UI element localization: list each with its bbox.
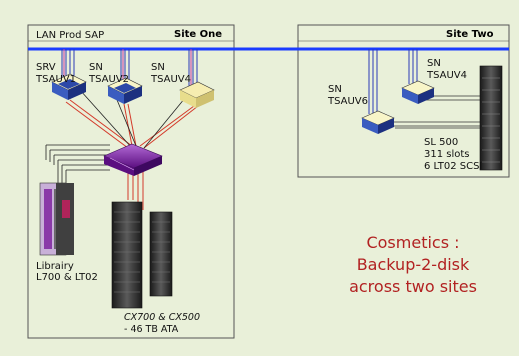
node-tsauv4-site-one[interactable] [179, 81, 215, 108]
node-tsauv4-site-two-line1: SN [427, 58, 441, 69]
site-two-lan-links [368, 49, 418, 114]
site-two-links [390, 95, 480, 129]
storage-array-cx700[interactable] [111, 201, 143, 309]
node-tsauv2[interactable] [107, 77, 143, 104]
lan-label: LAN Prod SAP [36, 30, 104, 41]
node-tsauv6-line1: SN [328, 84, 342, 95]
site-one-box [27, 24, 235, 339]
site-one-fc-links [65, 99, 199, 210]
site-two-box [297, 24, 510, 178]
san-switch[interactable] [103, 143, 163, 176]
caption-line1: Cosmetics : [366, 233, 459, 252]
node-tsauv2-line1: SN [89, 62, 103, 73]
node-tsauv2-line2: TSAUV2 [88, 74, 129, 85]
node-tsauv1-line2: TSAUV1 [35, 74, 76, 85]
sl500-line1: SL 500 [424, 137, 458, 148]
caption-line2: Backup-2-disk [357, 255, 470, 274]
node-tsauv4-site-two[interactable] [401, 80, 435, 104]
node-tsauv1[interactable] [51, 73, 87, 100]
node-tsauv6[interactable] [361, 110, 395, 134]
node-tsauv6-line2: TSAUV6 [327, 96, 368, 107]
library-line1: Librairy [36, 261, 74, 272]
library-line2: L700 & LT02 [36, 272, 98, 283]
arrays-line1: CX700 & CX500 [124, 312, 200, 323]
site-one-lan-links-magenta [63, 49, 192, 86]
library-sl500[interactable] [479, 65, 503, 171]
caption-line3: across two sites [349, 277, 477, 296]
site-two-title: Site Two [446, 29, 494, 40]
site-one-black-links [45, 89, 186, 185]
node-tsauv4-line1: SN [151, 62, 165, 73]
library-l700[interactable] [39, 182, 74, 256]
site-one-lan-links [61, 49, 198, 86]
storage-array-cx500[interactable] [149, 211, 173, 297]
node-tsauv4-site-two-line2: TSAUV4 [426, 70, 467, 81]
node-tsauv1-line1: SRV [36, 62, 56, 73]
node-tsauv4-line2: TSAUV4 [150, 74, 191, 85]
site-one-title: Site One [174, 29, 222, 40]
arrays-line2: - 46 TB ATA [124, 324, 179, 335]
sl500-line3: 6 LT02 SCSI [424, 161, 482, 172]
sl500-line2: 311 slots [424, 149, 470, 160]
